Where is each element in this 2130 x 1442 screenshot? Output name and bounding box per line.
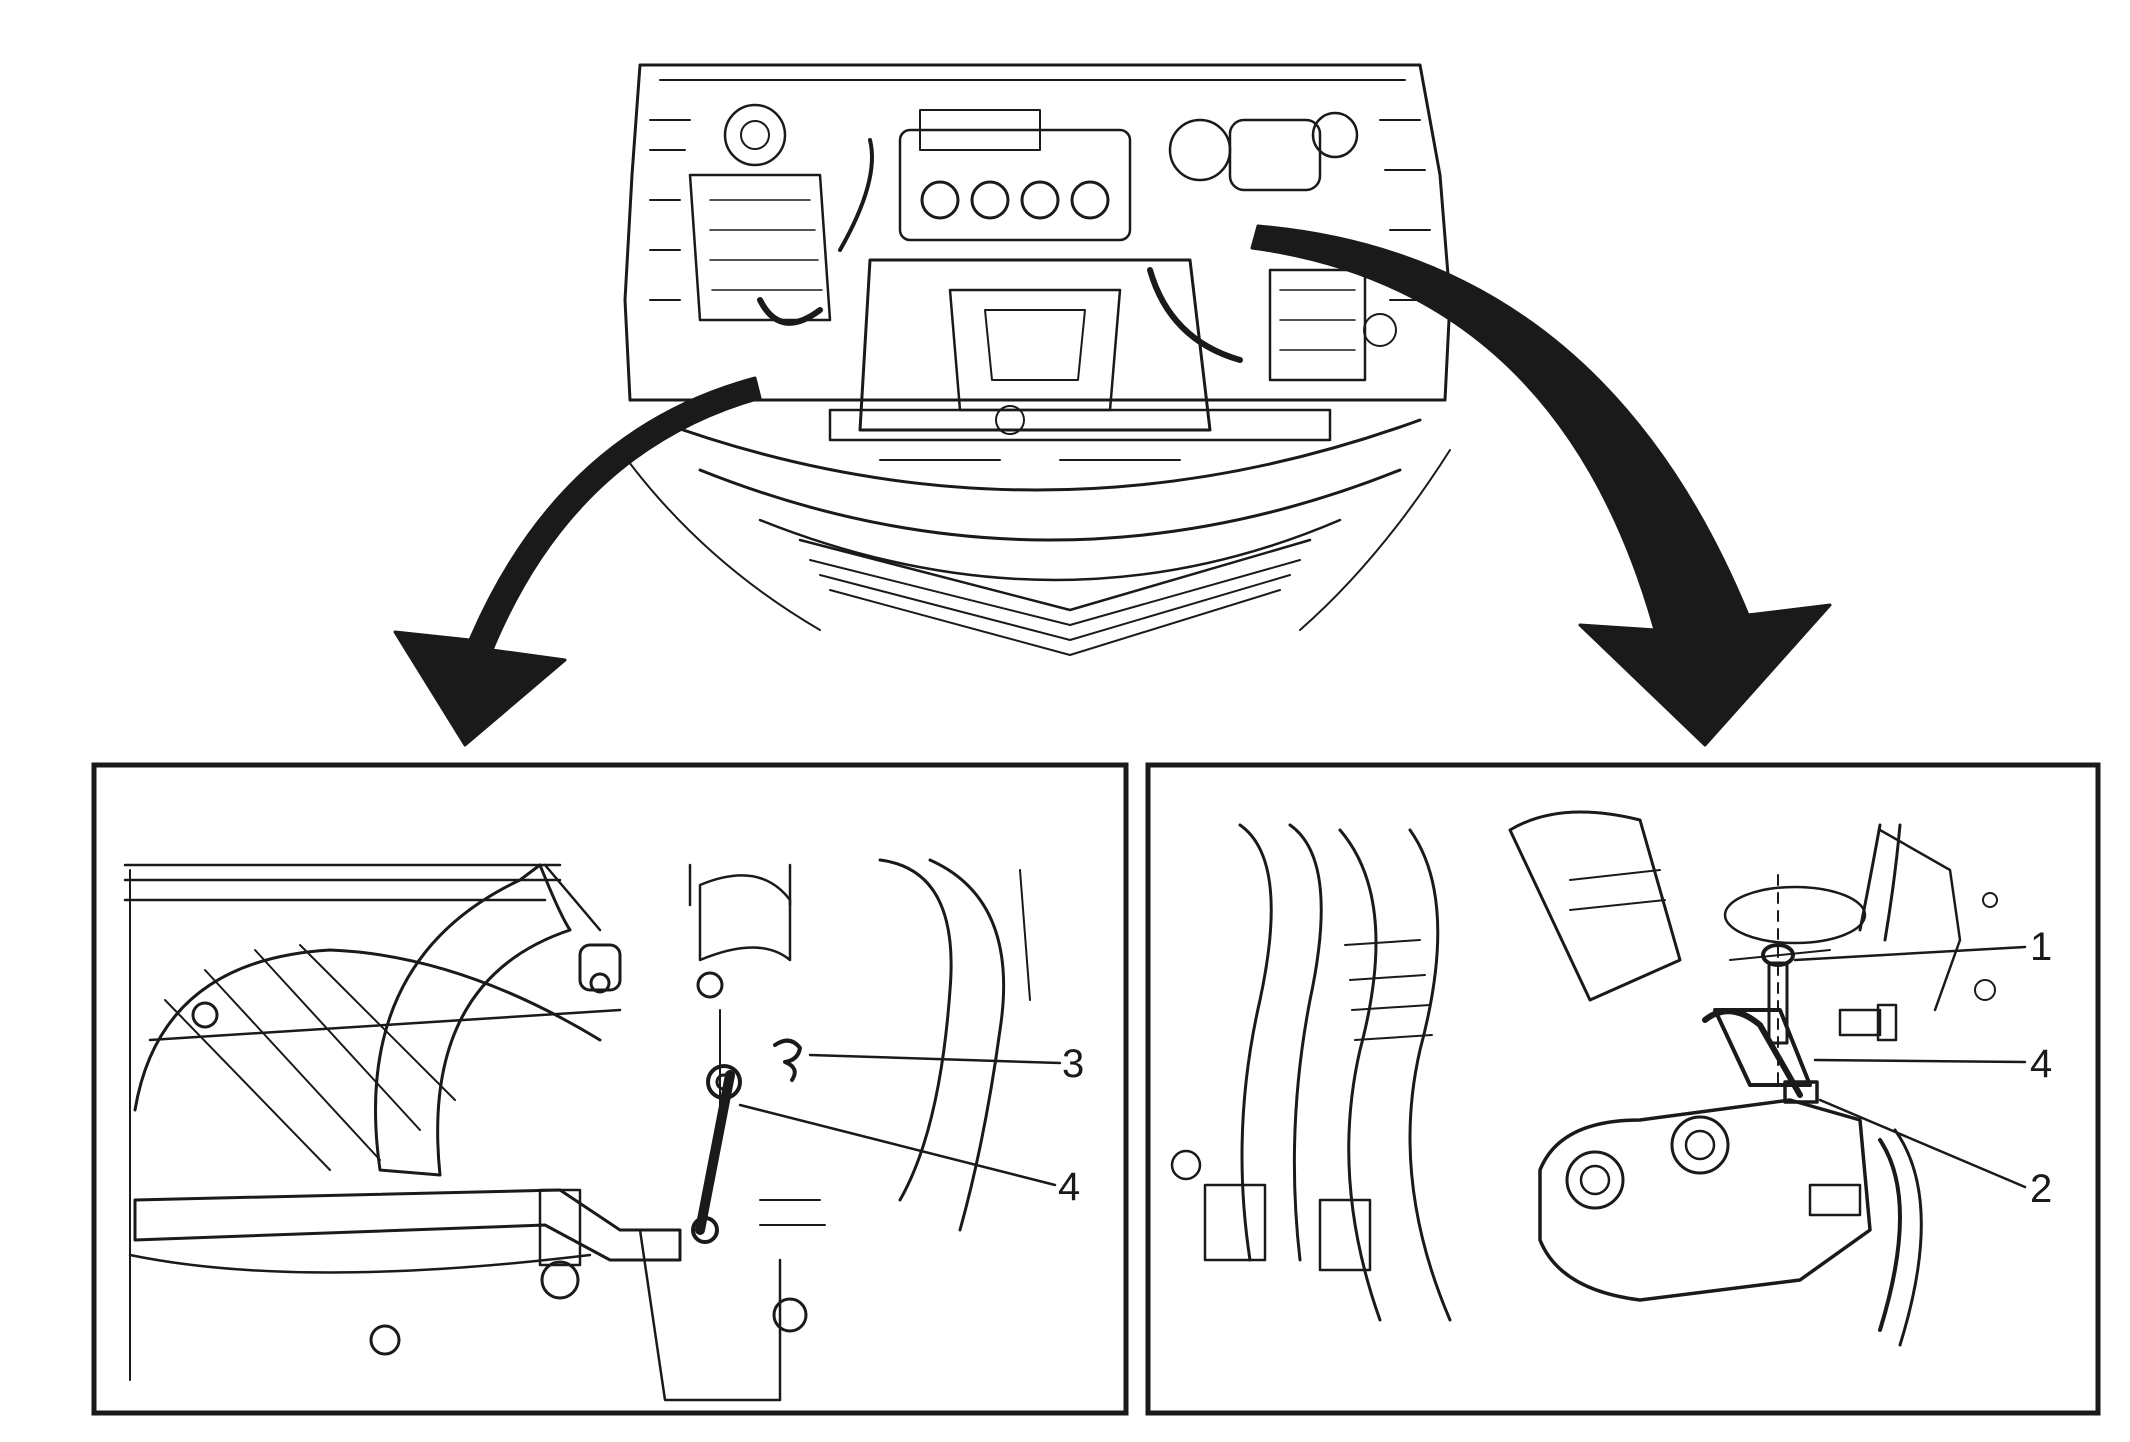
right-detail-frame (1145, 762, 2101, 1416)
pointer-arrows (393, 224, 1832, 747)
leader-line-4-left (738, 1103, 1057, 1187)
leader-line-3 (808, 1053, 1062, 1065)
callout-4-right: 4 (2030, 1042, 2052, 1086)
right-detail-view: 1 4 2 (1145, 762, 2101, 1416)
engine-compartment-overview (619, 63, 1452, 656)
leader-line-1 (1793, 945, 2027, 962)
arrow-to-right-detail (1250, 224, 1832, 747)
callout-1: 1 (2030, 925, 2052, 969)
callout-4-left: 4 (1058, 1165, 1080, 1209)
left-detail-frame (91, 762, 1129, 1416)
callout-2: 2 (2030, 1167, 2052, 1211)
callout-3: 3 (1062, 1042, 1084, 1086)
leader-line-4-right (1813, 1058, 2027, 1064)
arrow-to-left-detail (393, 376, 762, 747)
leader-line-2 (1818, 1098, 2027, 1189)
left-detail-view: 3 4 (91, 762, 1129, 1416)
